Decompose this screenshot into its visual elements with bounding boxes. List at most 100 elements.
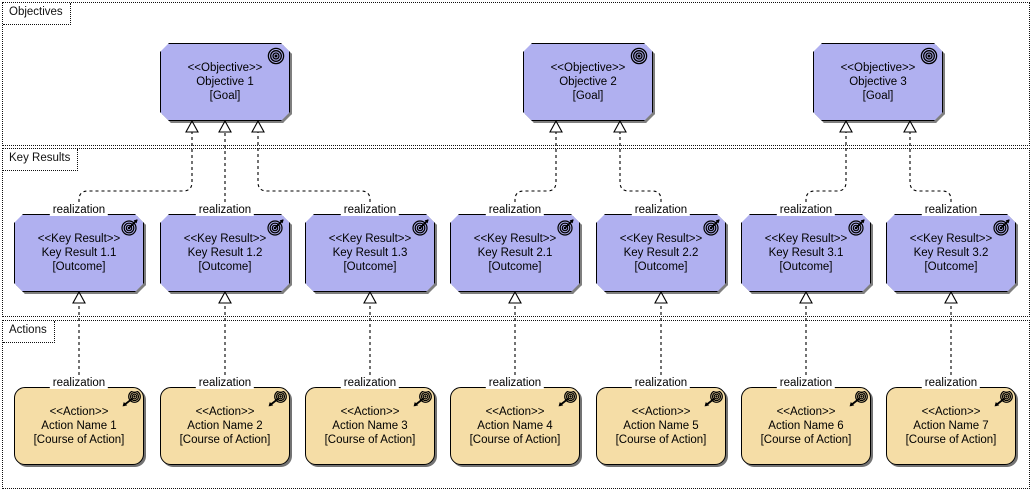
connector-label-e-kr21-obj2: realization xyxy=(485,204,545,216)
outcome-target-arrow-icon xyxy=(993,218,1011,236)
connector-label-e-kr13-obj1: realization xyxy=(340,204,400,216)
key-result-node-kr21[interactable]: <<Key Result>> Key Result 2.1 [Outcome] xyxy=(450,214,580,292)
course-of-action-icon xyxy=(412,390,432,409)
connector-label-e-kr31-obj3: realization xyxy=(776,204,836,216)
node-name: Action Name 6 xyxy=(768,420,844,432)
connector-label-e-act7-kr32: realization xyxy=(921,377,981,389)
node-label: <<Action>>Action Name 4[Course of Action… xyxy=(460,405,571,447)
node-label: <<Key Result>> Key Result 1.1 [Outcome] xyxy=(28,232,130,274)
node-stereotype: <<Key Result>> xyxy=(909,233,993,245)
key-result-node-kr32[interactable]: <<Key Result>>Key Result 3.2[Outcome] xyxy=(886,214,1016,292)
node-name: Objective 1 xyxy=(196,76,254,88)
node-stereotype: <<Action>> xyxy=(776,406,836,418)
node-name: Key Result 2.1 xyxy=(477,247,553,259)
node-stereotype: <<Action>> xyxy=(340,406,400,418)
course-of-action-icon xyxy=(993,390,1013,409)
action-node-act3[interactable]: <<Action>>Action Name 3[Course of Action… xyxy=(305,387,435,465)
key-result-node-kr13[interactable]: <<Key Result>>Key Result 1.3[Outcome] xyxy=(305,214,435,292)
node-stereotype: <<Key Result>> xyxy=(619,233,703,245)
objective-node-obj1[interactable]: <<Objective>> Objective 1 [Goal] xyxy=(160,43,290,121)
action-node-act1[interactable]: <<Action>>Action Name 1[Course of Action… xyxy=(14,387,144,465)
node-type: [Outcome] xyxy=(634,261,688,273)
node-stereotype: <<Action>> xyxy=(49,406,109,418)
key-result-node-kr11[interactable]: <<Key Result>> Key Result 1.1 [Outcome] xyxy=(14,214,144,292)
node-stereotype: <<Action>> xyxy=(631,406,691,418)
node-type: [Outcome] xyxy=(488,261,542,273)
group-label-actions: Actions xyxy=(3,321,55,343)
node-stereotype: <<Objective>> xyxy=(187,62,263,74)
action-node-act7[interactable]: <<Action>>Action Name 7[Course of Action… xyxy=(886,387,1016,465)
node-label: <<Action>> Action Name 6 [Course of Action… xyxy=(751,405,862,447)
node-stereotype: <<Key Result>> xyxy=(473,233,557,245)
connector-label-e-kr22-obj2: realization xyxy=(631,204,691,216)
node-label: <<Key Result>> Key Result 3.1 [Outcome] xyxy=(755,232,857,274)
node-body xyxy=(886,387,1016,465)
connector-label-e-kr12-obj1: realization xyxy=(195,204,255,216)
node-name: Key Result 1.1 xyxy=(41,247,117,259)
node-type: [Course of Action] xyxy=(615,434,707,446)
node-label: <<Action>>Action Name 5[Course of Action… xyxy=(606,405,717,447)
node-type: [Outcome] xyxy=(343,261,397,273)
node-stereotype: <<Key Result>> xyxy=(764,233,848,245)
node-label: <<Action>>Action Name 7[Course of Action… xyxy=(896,405,1007,447)
node-name: Key Result 1.2 xyxy=(187,247,263,259)
course-of-action-icon xyxy=(267,390,287,409)
connector-label-e-act5-kr22: realization xyxy=(631,377,691,389)
node-stereotype: <<Key Result>> xyxy=(37,233,121,245)
node-stereotype: <<Action>> xyxy=(921,406,981,418)
action-node-act2[interactable]: <<Action>>Action Name 2[Course of Action… xyxy=(160,387,290,465)
goal-target-icon xyxy=(920,47,938,65)
course-of-action-icon xyxy=(703,390,723,409)
outcome-target-arrow-icon xyxy=(557,218,575,236)
goal-target-icon xyxy=(267,47,285,65)
objective-node-obj2[interactable]: <<Objective>>Objective 2[Goal] xyxy=(523,43,653,121)
node-type: [Outcome] xyxy=(198,261,252,273)
node-type: [Goal] xyxy=(209,90,241,102)
node-name: Action Name 7 xyxy=(913,420,989,432)
node-label: <<Action>>Action Name 3[Course of Action… xyxy=(315,405,426,447)
outcome-target-arrow-icon xyxy=(267,218,285,236)
node-label: <<Objective>> Objective 1 [Goal] xyxy=(178,61,273,103)
node-label: <<Key Result>>Key Result 3.2[Outcome] xyxy=(900,232,1002,274)
node-type: [Course of Action] xyxy=(324,434,416,446)
node-name: Key Result 2.2 xyxy=(623,247,699,259)
node-type: [Goal] xyxy=(572,90,604,102)
node-label: <<Action>>Action Name 1[Course of Action… xyxy=(24,405,135,447)
node-label: <<Key Result>> Key Result 1.2 [Outcome] xyxy=(174,232,276,274)
outcome-target-arrow-icon xyxy=(412,218,430,236)
node-body xyxy=(450,214,580,292)
action-node-act4[interactable]: <<Action>>Action Name 4[Course of Action… xyxy=(450,387,580,465)
node-name: Key Result 3.1 xyxy=(768,247,844,259)
action-node-act6[interactable]: <<Action>> Action Name 6 [Course of Action… xyxy=(741,387,871,465)
node-stereotype: <<Key Result>> xyxy=(183,233,267,245)
node-type: [Course of Action] xyxy=(179,434,271,446)
key-result-node-kr22[interactable]: <<Key Result>> Key Result 2.2 [Outcome] xyxy=(596,214,726,292)
node-body xyxy=(596,387,726,465)
node-name: Action Name 2 xyxy=(187,420,263,432)
objective-node-obj3[interactable]: <<Objective>>Objective 3[Goal] xyxy=(813,43,943,121)
node-body xyxy=(305,387,435,465)
connector-label-e-act2-kr12: realization xyxy=(195,377,255,389)
group-label-key-results: Key Results xyxy=(3,149,79,171)
node-type: [Goal] xyxy=(862,90,894,102)
connector-label-e-act1-kr11: realization xyxy=(49,377,109,389)
node-name: Action Name 4 xyxy=(477,420,553,432)
course-of-action-icon xyxy=(848,390,868,409)
connector-label-e-act4-kr21: realization xyxy=(485,377,545,389)
node-type: [Outcome] xyxy=(52,261,106,273)
node-body xyxy=(450,387,580,465)
node-stereotype: <<Objective>> xyxy=(550,62,626,74)
node-name: Key Result 3.2 xyxy=(913,247,989,259)
course-of-action-icon xyxy=(557,390,577,409)
key-result-node-kr12[interactable]: <<Key Result>> Key Result 1.2 [Outcome] xyxy=(160,214,290,292)
connector-label-e-kr11-obj1: realization xyxy=(49,204,109,216)
node-label: <<Key Result>> Key Result 2.2 [Outcome] xyxy=(610,232,712,274)
key-result-node-kr31[interactable]: <<Key Result>> Key Result 3.1 [Outcome] xyxy=(741,214,871,292)
node-type: [Course of Action] xyxy=(760,434,852,446)
node-type: [Outcome] xyxy=(779,261,833,273)
connector-label-e-act3-kr13: realization xyxy=(340,377,400,389)
action-node-act5[interactable]: <<Action>>Action Name 5[Course of Action… xyxy=(596,387,726,465)
node-name: Key Result 1.3 xyxy=(332,247,408,259)
node-type: [Course of Action] xyxy=(469,434,561,446)
